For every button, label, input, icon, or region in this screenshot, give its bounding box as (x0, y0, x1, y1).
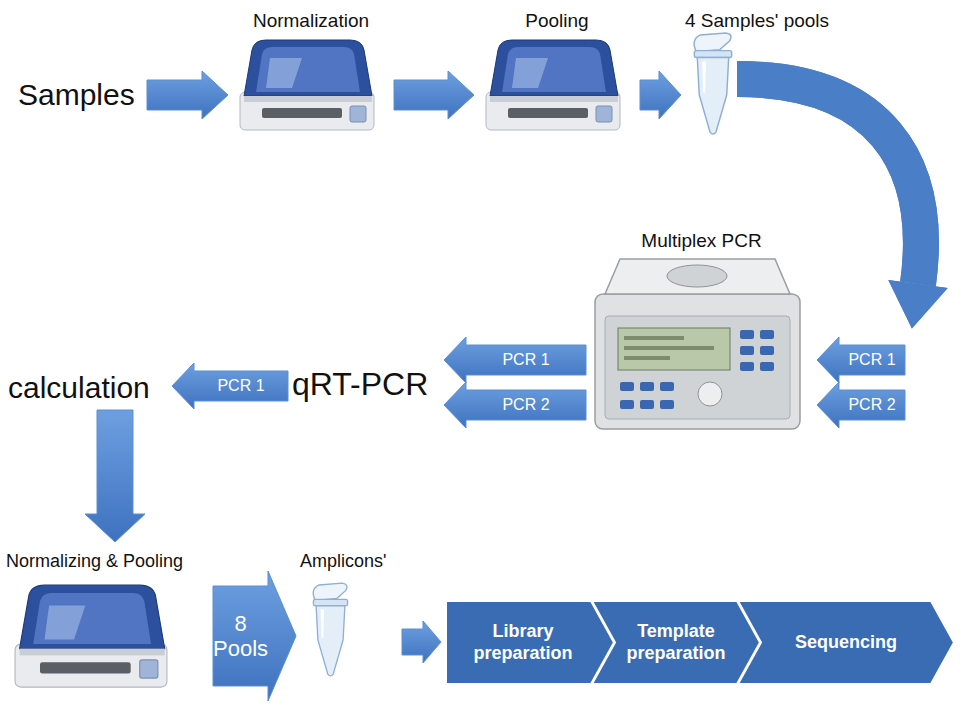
block-arrow (640, 71, 681, 119)
instrument-heading: Multiplex PCR (590, 228, 813, 254)
step-label: Sequencing (795, 632, 897, 654)
step-label: Template preparation (619, 621, 733, 664)
chevron-fill (446, 601, 614, 684)
flow-arrow (85, 410, 145, 542)
process-chevron: Sequencing (737, 600, 955, 685)
block-arrow (444, 337, 586, 383)
step-text: qRT-PCR (292, 365, 428, 403)
liquid-handler-icon (240, 40, 374, 130)
flow-arrow (444, 382, 586, 428)
instrument-node: 4 Samples' pools (685, 8, 878, 134)
instrument-node: Normalization (232, 8, 390, 134)
instrument-heading: Normalizing & Pooling (6, 548, 209, 574)
flow-arrow (172, 363, 288, 409)
liquid-handler-icon (15, 585, 167, 687)
curved-arrow-band (737, 79, 921, 284)
step-label: Library preparation (459, 621, 587, 664)
instrument-heading: Normalization (232, 8, 390, 34)
block-arrow (444, 382, 586, 428)
step-text: Samples (18, 77, 135, 113)
instrument-heading: 4 Samples' pools (685, 8, 878, 34)
block-arrow (213, 571, 296, 701)
instrument-node: Normalizing & Pooling (6, 548, 209, 699)
flow-arrow (444, 337, 586, 383)
block-arrow (402, 621, 441, 663)
instrument-heading: Pooling (478, 8, 636, 34)
block-arrow (817, 382, 905, 428)
arrow-label: PCR 2 (468, 390, 584, 420)
flow-arrow (737, 79, 948, 383)
flow-arrow (737, 79, 948, 428)
block-arrow (172, 363, 288, 409)
arrow-label: PCR 2 (841, 390, 903, 420)
arrow-label: 8 Pools (215, 586, 266, 686)
curved-arrow-head (888, 280, 947, 329)
tube-icon (694, 33, 732, 134)
process-chevron: Template preparation (591, 600, 761, 685)
thermocycler-icon (595, 259, 800, 429)
instrument-node: Multiplex PCR (590, 228, 813, 434)
block-arrow (85, 410, 145, 542)
tube-icon (313, 583, 347, 676)
chevron-text-area: Library preparation (459, 604, 587, 681)
instrument-node: Amplicons' (300, 548, 398, 689)
arrow-label: PCR 1 (841, 345, 903, 375)
arrow-label: PCR 1 (196, 371, 286, 401)
chevron-text-area: Template preparation (619, 604, 733, 681)
chevron-text-area: Sequencing (765, 604, 927, 681)
curved-arrow-head (888, 280, 947, 329)
block-arrow (394, 71, 474, 119)
arrow-label: PCR 1 (468, 345, 584, 375)
flow-arrow (213, 571, 296, 701)
block-arrow (817, 337, 905, 383)
block-arrow (147, 71, 228, 119)
chevron-fill (738, 601, 954, 684)
chevron-fill (592, 601, 760, 684)
flow-arrow (394, 71, 474, 119)
flow-arrow (402, 621, 441, 663)
text-node: Samples (18, 77, 143, 113)
flow-arrow (147, 71, 228, 119)
text-node: calculation (8, 370, 168, 406)
text-node: qRT-PCR (292, 365, 440, 403)
step-text: calculation (8, 370, 150, 406)
flow-arrow (640, 71, 681, 119)
instrument-heading: Amplicons' (300, 548, 398, 574)
curved-arrow-band (737, 79, 921, 284)
liquid-handler-icon (486, 40, 620, 130)
process-chevron: Library preparation (445, 600, 615, 685)
instrument-node: Pooling (478, 8, 636, 134)
